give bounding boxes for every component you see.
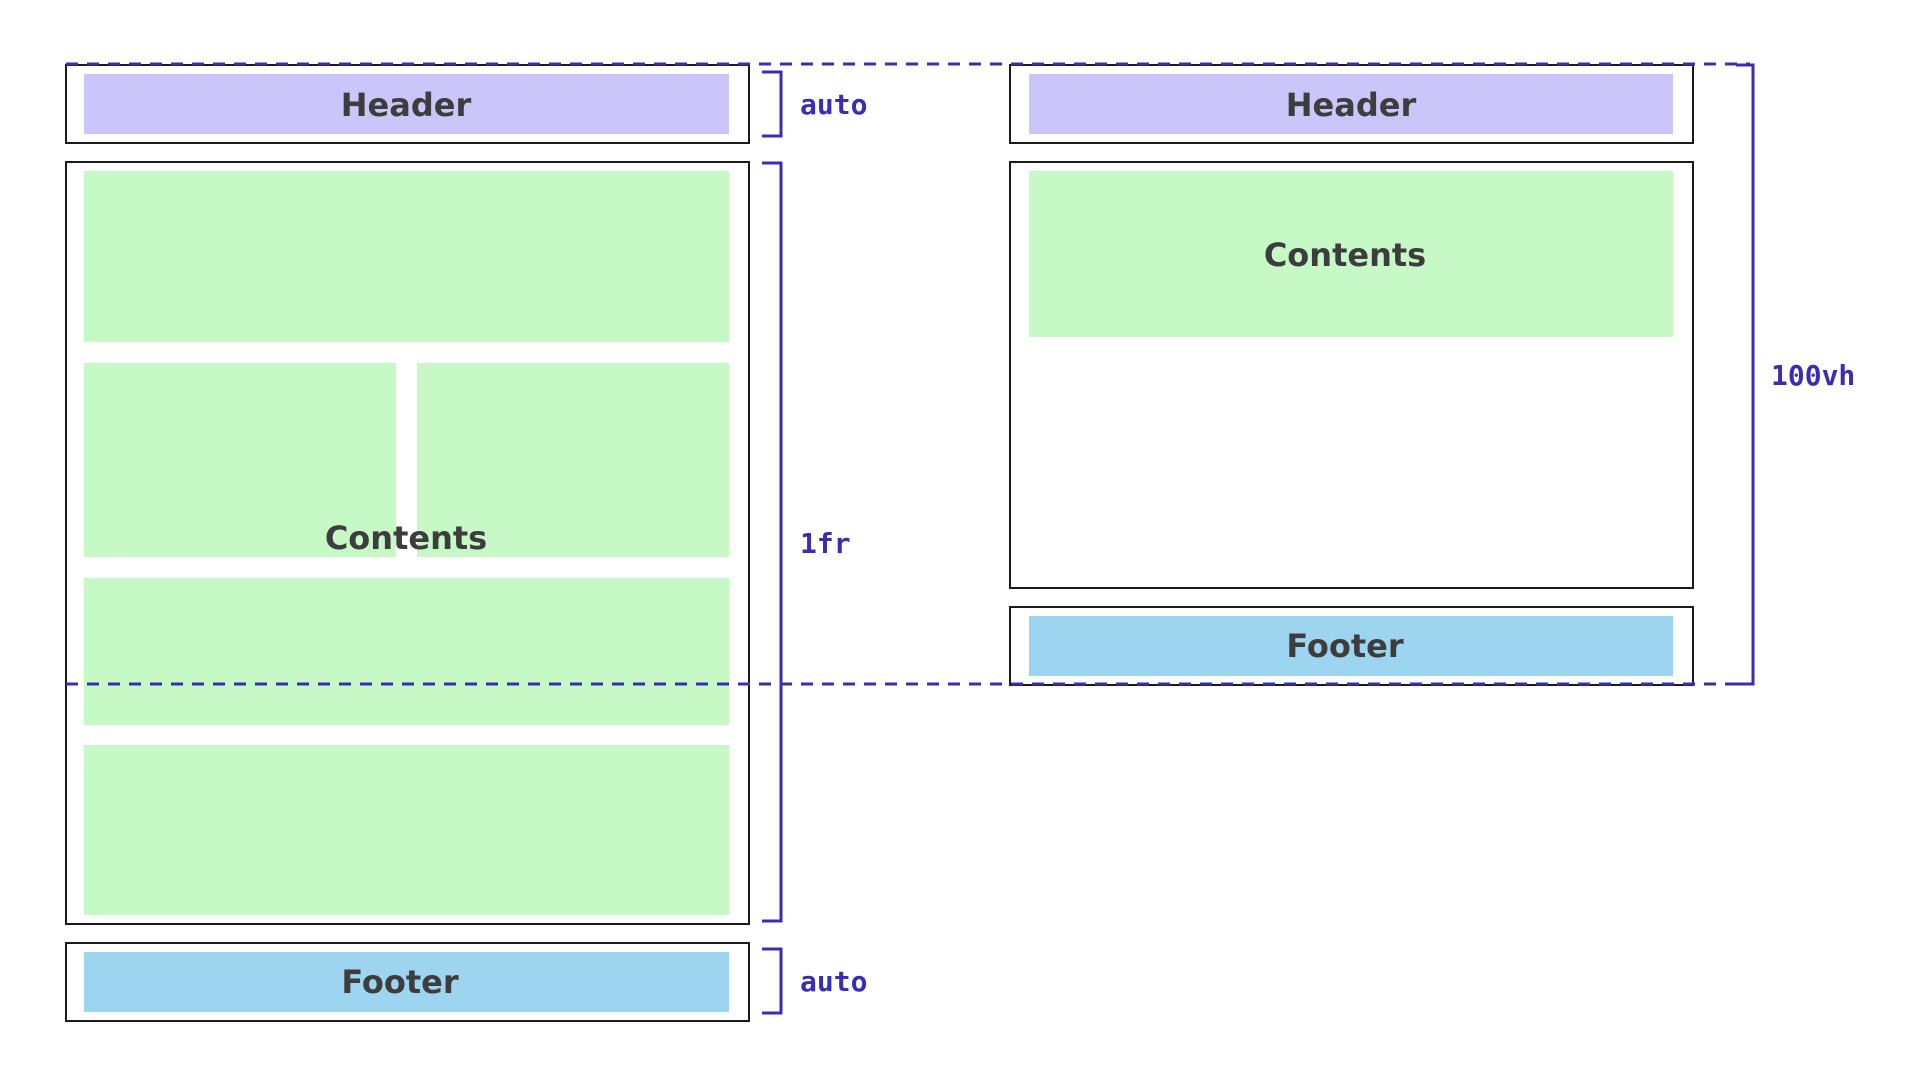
left-contents-block-2a: [84, 363, 396, 557]
left-contents-block-1: [84, 171, 729, 342]
left-footer-label: Footer: [341, 963, 459, 1001]
right-viewport-bracket: [1736, 63, 1755, 686]
left-contents-frame: [65, 161, 750, 925]
left-footer-fill: [84, 952, 729, 1012]
left-contents-block-2b: [417, 363, 729, 557]
left-contents-size-label: 1fr: [800, 527, 851, 560]
left-header-size-label: auto: [800, 88, 867, 121]
left-layout: Header Contents Footer auto 1fr auto: [65, 64, 867, 1022]
left-footer-frame: [65, 942, 750, 1022]
right-contents-label: Contents: [1264, 236, 1426, 274]
left-contents-label: Contents: [325, 519, 487, 557]
left-footer-bracket: [762, 947, 783, 1015]
left-contents-block-4: [84, 745, 729, 915]
right-contents-frame: [1009, 161, 1694, 589]
left-header-bracket: [762, 70, 783, 138]
left-contents-block-3: [84, 578, 729, 725]
left-header-label: Header: [341, 86, 472, 124]
right-layout: Header Contents Footer 100vh: [1009, 63, 1855, 686]
right-header-label: Header: [1286, 86, 1417, 124]
right-footer-label: Footer: [1286, 627, 1404, 665]
right-contents-fill: [1029, 171, 1673, 337]
left-footer-size-label: auto: [800, 965, 867, 998]
left-header-fill: [84, 74, 729, 134]
right-viewport-size-label: 100vh: [1771, 359, 1855, 392]
right-header-fill: [1029, 74, 1673, 134]
right-footer-fill: [1029, 616, 1673, 676]
left-contents-bracket: [762, 161, 783, 923]
